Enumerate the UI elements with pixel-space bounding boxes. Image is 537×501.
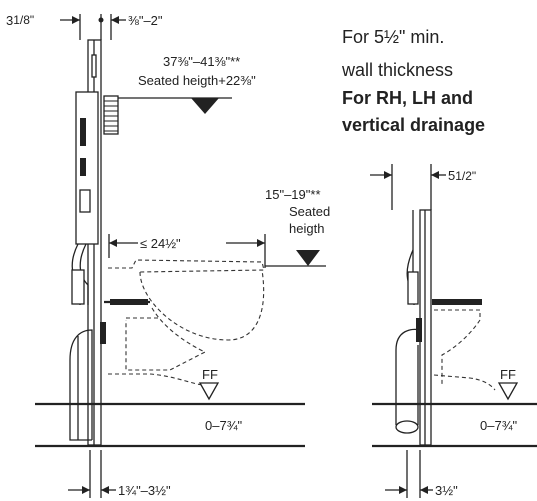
floor-label: FF [202, 367, 218, 382]
dim-seat-range: 15"–19"** [265, 187, 321, 202]
dim-floor-range: 0–7¾" [205, 418, 243, 433]
arrow-left-icon [420, 486, 428, 494]
dim-bowl-projection: ≤ 24½" [140, 236, 181, 251]
toilet-trap-outline [433, 374, 496, 391]
dim-floor-range: 0–7¾" [480, 418, 518, 433]
cistern-detail [80, 158, 86, 176]
arrow-left-icon [109, 239, 117, 247]
arrow-left-icon [101, 486, 109, 494]
drain-pipe [69, 360, 92, 441]
pipe-fitting [71, 269, 85, 305]
heading-line-1: For 5½" min. [342, 27, 444, 47]
flush-pipe [79, 243, 89, 305]
pipe-fitting [407, 271, 419, 305]
dim-seat-label-1: Seated [289, 204, 330, 219]
bolt-plate [100, 322, 106, 344]
drain-pipe [395, 328, 421, 425]
arrow-right-icon [82, 486, 90, 494]
arrow-right-icon [399, 486, 407, 494]
toilet-base-outline [125, 307, 207, 371]
left-view: 31/8" ⅜"–2" 37⅜"–41⅜"** Seated heigth+22… [6, 13, 330, 498]
toilet-seat-outline [108, 259, 265, 273]
arrow-right-icon [257, 239, 265, 247]
dim-depth-offset: ⅜"–2" [128, 13, 163, 28]
dim-wall-thickness: 51/2" [448, 168, 476, 183]
mounting-bolt-thread [432, 299, 482, 305]
dim-width-left: 31/8" [6, 13, 34, 28]
dim-bottom-range: 1¾"–3½" [118, 483, 171, 498]
actuator-plate [103, 95, 119, 135]
dim-seat-label-2: heigth [289, 221, 324, 236]
mounting-bolt-thread [110, 299, 148, 305]
toilet-bowl-outline [434, 309, 481, 385]
dim-height-range: 37⅜"–41⅜"** [163, 54, 240, 69]
arrow-left-icon [111, 16, 119, 24]
floor-marker-icon [497, 382, 519, 401]
seat-marker-icon [296, 250, 320, 266]
arrow-right-icon [384, 171, 392, 179]
drain-pipe [69, 329, 93, 440]
floor-marker-icon [198, 382, 220, 401]
cistern-box [75, 91, 99, 245]
floor-label: FF [500, 367, 516, 382]
dim-bottom-range: 3½" [435, 483, 458, 498]
toilet-bowl-outline [139, 269, 265, 341]
center-dot-icon [98, 17, 104, 23]
frame-slot [91, 54, 97, 78]
arrow-left-icon [431, 171, 439, 179]
dim-height-note: Seated heigth+22⅜" [138, 73, 256, 88]
heading-line-3: For RH, LH and [342, 88, 473, 108]
right-view: 51/2" FF 0–7¾" 3½" [370, 164, 537, 498]
heading-line-2: wall thickness [341, 60, 453, 80]
cistern-detail [79, 189, 91, 213]
cistern-detail [80, 118, 86, 146]
pipe-opening [395, 420, 419, 434]
arrow-right-icon [72, 16, 80, 24]
height-marker-icon [191, 98, 219, 114]
heading-line-4: vertical drainage [342, 115, 485, 135]
toilet-trap-outline [108, 373, 205, 386]
